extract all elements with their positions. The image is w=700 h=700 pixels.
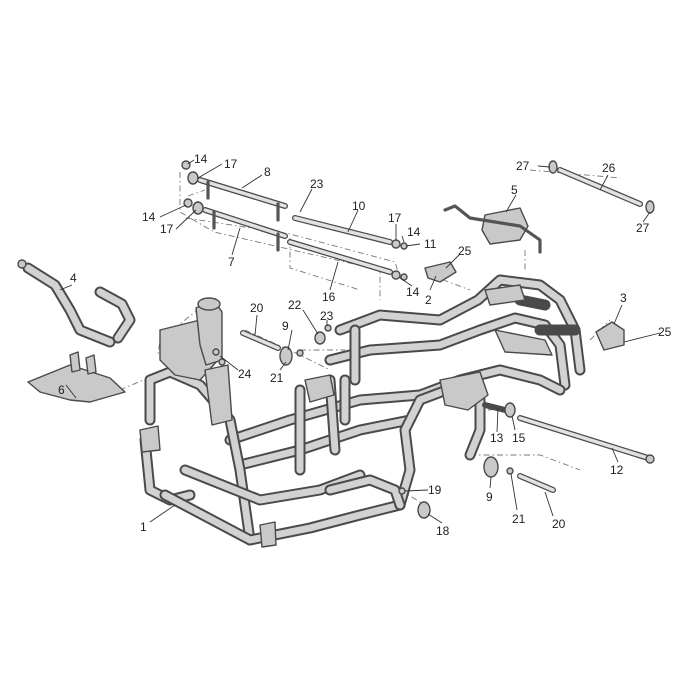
part-13-15 — [482, 402, 516, 418]
callout-17: 17 — [388, 211, 402, 225]
callout-23: 23 — [320, 309, 334, 323]
leader-lines — [59, 159, 661, 524]
spacers-upper — [279, 324, 332, 366]
callout-20: 20 — [552, 517, 566, 531]
callout-22: 22 — [288, 298, 302, 312]
part-18-19 — [398, 487, 431, 519]
part-5-bracket — [443, 204, 542, 254]
part-6-plate — [27, 351, 126, 403]
part-24-bolts — [212, 348, 226, 366]
callout-2: 2 — [425, 293, 432, 307]
spacers-lower — [483, 456, 556, 493]
part-16-rod — [287, 239, 393, 275]
part-20-bolt-upper — [240, 330, 281, 351]
callout-12: 12 — [610, 463, 624, 477]
callout-25: 25 — [658, 325, 672, 339]
callout-18: 18 — [436, 524, 450, 538]
part-1-main-frame — [139, 274, 586, 548]
callout-14: 14 — [194, 152, 208, 166]
callout-25: 25 — [458, 244, 472, 258]
callout-21: 21 — [512, 512, 526, 526]
callout-21: 21 — [270, 371, 284, 385]
part-2-bracket — [424, 261, 457, 283]
callout-13: 13 — [490, 431, 504, 445]
callout-11: 11 — [424, 237, 437, 251]
part-7-bar — [183, 198, 288, 252]
callout-27: 27 — [636, 221, 650, 235]
callout-17: 17 — [224, 157, 238, 171]
small-washers-upper — [391, 239, 408, 281]
callout-15: 15 — [512, 431, 526, 445]
callout-24: 24 — [238, 367, 252, 381]
callout-3: 3 — [620, 291, 627, 305]
part-3-bracket — [595, 321, 625, 351]
callout-26: 26 — [602, 161, 616, 175]
callout-16: 16 — [322, 290, 336, 304]
callout-7: 7 — [228, 255, 235, 269]
callout-1: 1 — [140, 520, 147, 534]
part-10-rod — [292, 215, 393, 245]
callout-14: 14 — [407, 225, 421, 239]
callout-6: 6 — [58, 383, 65, 397]
callout-14: 14 — [142, 210, 156, 224]
callout-20: 20 — [250, 301, 264, 315]
callout-14: 14 — [406, 285, 420, 299]
callout-5: 5 — [511, 183, 518, 197]
callout-8: 8 — [264, 165, 271, 179]
callout-19: 19 — [428, 483, 442, 497]
callout-9: 9 — [282, 319, 289, 333]
part-4-handle — [17, 259, 136, 348]
callout-27: 27 — [516, 159, 530, 173]
callout-17: 17 — [160, 222, 174, 236]
callout-4: 4 — [70, 271, 77, 285]
callout-9: 9 — [486, 490, 493, 504]
callout-10: 10 — [352, 199, 366, 213]
callout-23: 23 — [310, 177, 324, 191]
part-12-bolt — [517, 415, 655, 464]
callout-labels: 14 17 8 23 14 17 7 10 17 14 11 16 14 2 2… — [58, 152, 672, 538]
